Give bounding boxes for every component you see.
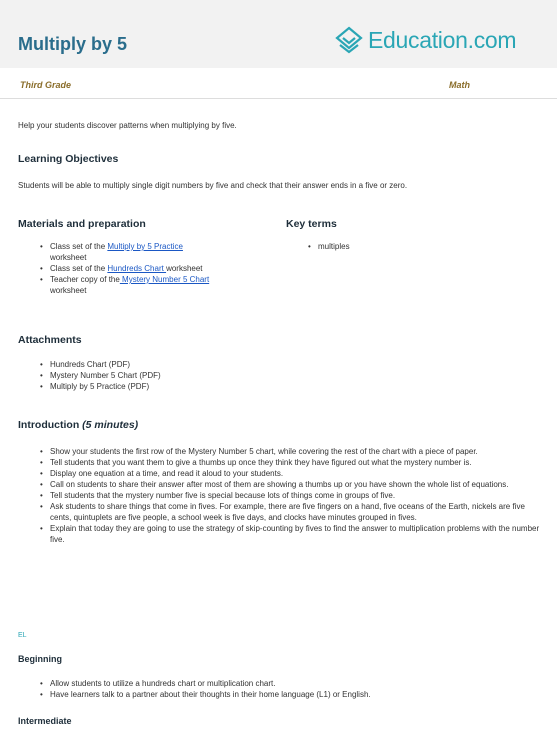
- attachment-item-multiply-by-5-practice[interactable]: Multiply by 5 Practice (PDF): [36, 381, 336, 392]
- mystery-number-5-chart-link[interactable]: Mystery Number 5 Chart: [119, 275, 210, 284]
- introduction-list: Show your students the first row of the …: [36, 446, 541, 545]
- list-item: multiples: [304, 241, 504, 252]
- page-title: Multiply by 5: [18, 34, 128, 54]
- list-item: Tell students that the mystery number fi…: [36, 490, 541, 501]
- list-item: Class set of the Hundreds Chart workshee…: [36, 263, 256, 274]
- subject-label: Math: [449, 80, 470, 90]
- learning-objectives-heading: Learning Objectives: [18, 153, 119, 165]
- education-logo[interactable]: Education.com: [334, 25, 517, 55]
- list-item: Tell students that you want them to give…: [36, 457, 541, 468]
- key-terms-heading: Key terms: [286, 218, 337, 230]
- list-item: Ask students to share things that come i…: [36, 501, 541, 523]
- attachment-item-mystery-number-5-chart[interactable]: Mystery Number 5 Chart (PDF): [36, 370, 336, 381]
- list-item: Explain that today they are going to use…: [36, 523, 541, 545]
- logo-text: Education.com: [368, 26, 517, 53]
- attachments-heading: Attachments: [18, 334, 82, 346]
- multiply-by-5-practice-link[interactable]: Multiply by 5 Practice: [107, 242, 183, 251]
- key-terms-list: multiples: [304, 241, 504, 252]
- materials-heading: Materials and preparation: [18, 218, 146, 230]
- list-item: Teacher copy of the Mystery Number 5 Cha…: [36, 274, 256, 296]
- introduction-heading: Introduction (5 minutes): [18, 419, 139, 431]
- el-label: EL: [18, 632, 27, 639]
- introduction-duration: (5 minutes): [82, 419, 139, 431]
- attachments-list: Hundreds Chart (PDF) Mystery Number 5 Ch…: [36, 359, 336, 392]
- header-band: [0, 0, 557, 68]
- learning-objectives-text: Students will be able to multiply single…: [18, 181, 408, 190]
- intro-text: Help your students discover patterns whe…: [18, 121, 237, 130]
- list-item: Class set of the Multiply by 5 Practice …: [36, 241, 256, 263]
- list-item: Show your students the first row of the …: [36, 446, 541, 457]
- beginning-list: Allow students to utilize a hundreds cha…: [36, 678, 536, 700]
- list-item: Allow students to utilize a hundreds cha…: [36, 678, 536, 689]
- intermediate-heading: Intermediate: [18, 716, 72, 726]
- materials-list: Class set of the Multiply by 5 Practice …: [36, 241, 256, 296]
- attachment-item-hundreds-chart[interactable]: Hundreds Chart (PDF): [36, 359, 336, 370]
- hundreds-chart-link[interactable]: Hundreds Chart: [107, 264, 167, 273]
- list-item: Have learners talk to a partner about th…: [36, 689, 536, 700]
- list-item: Call on students to share their answer a…: [36, 479, 541, 490]
- list-item: Display one equation at a time, and read…: [36, 468, 541, 479]
- grade-label: Third Grade: [20, 80, 72, 90]
- meta-row: Third Grade Math: [0, 72, 557, 99]
- logo-mark-icon: [335, 26, 363, 54]
- beginning-heading: Beginning: [18, 654, 62, 664]
